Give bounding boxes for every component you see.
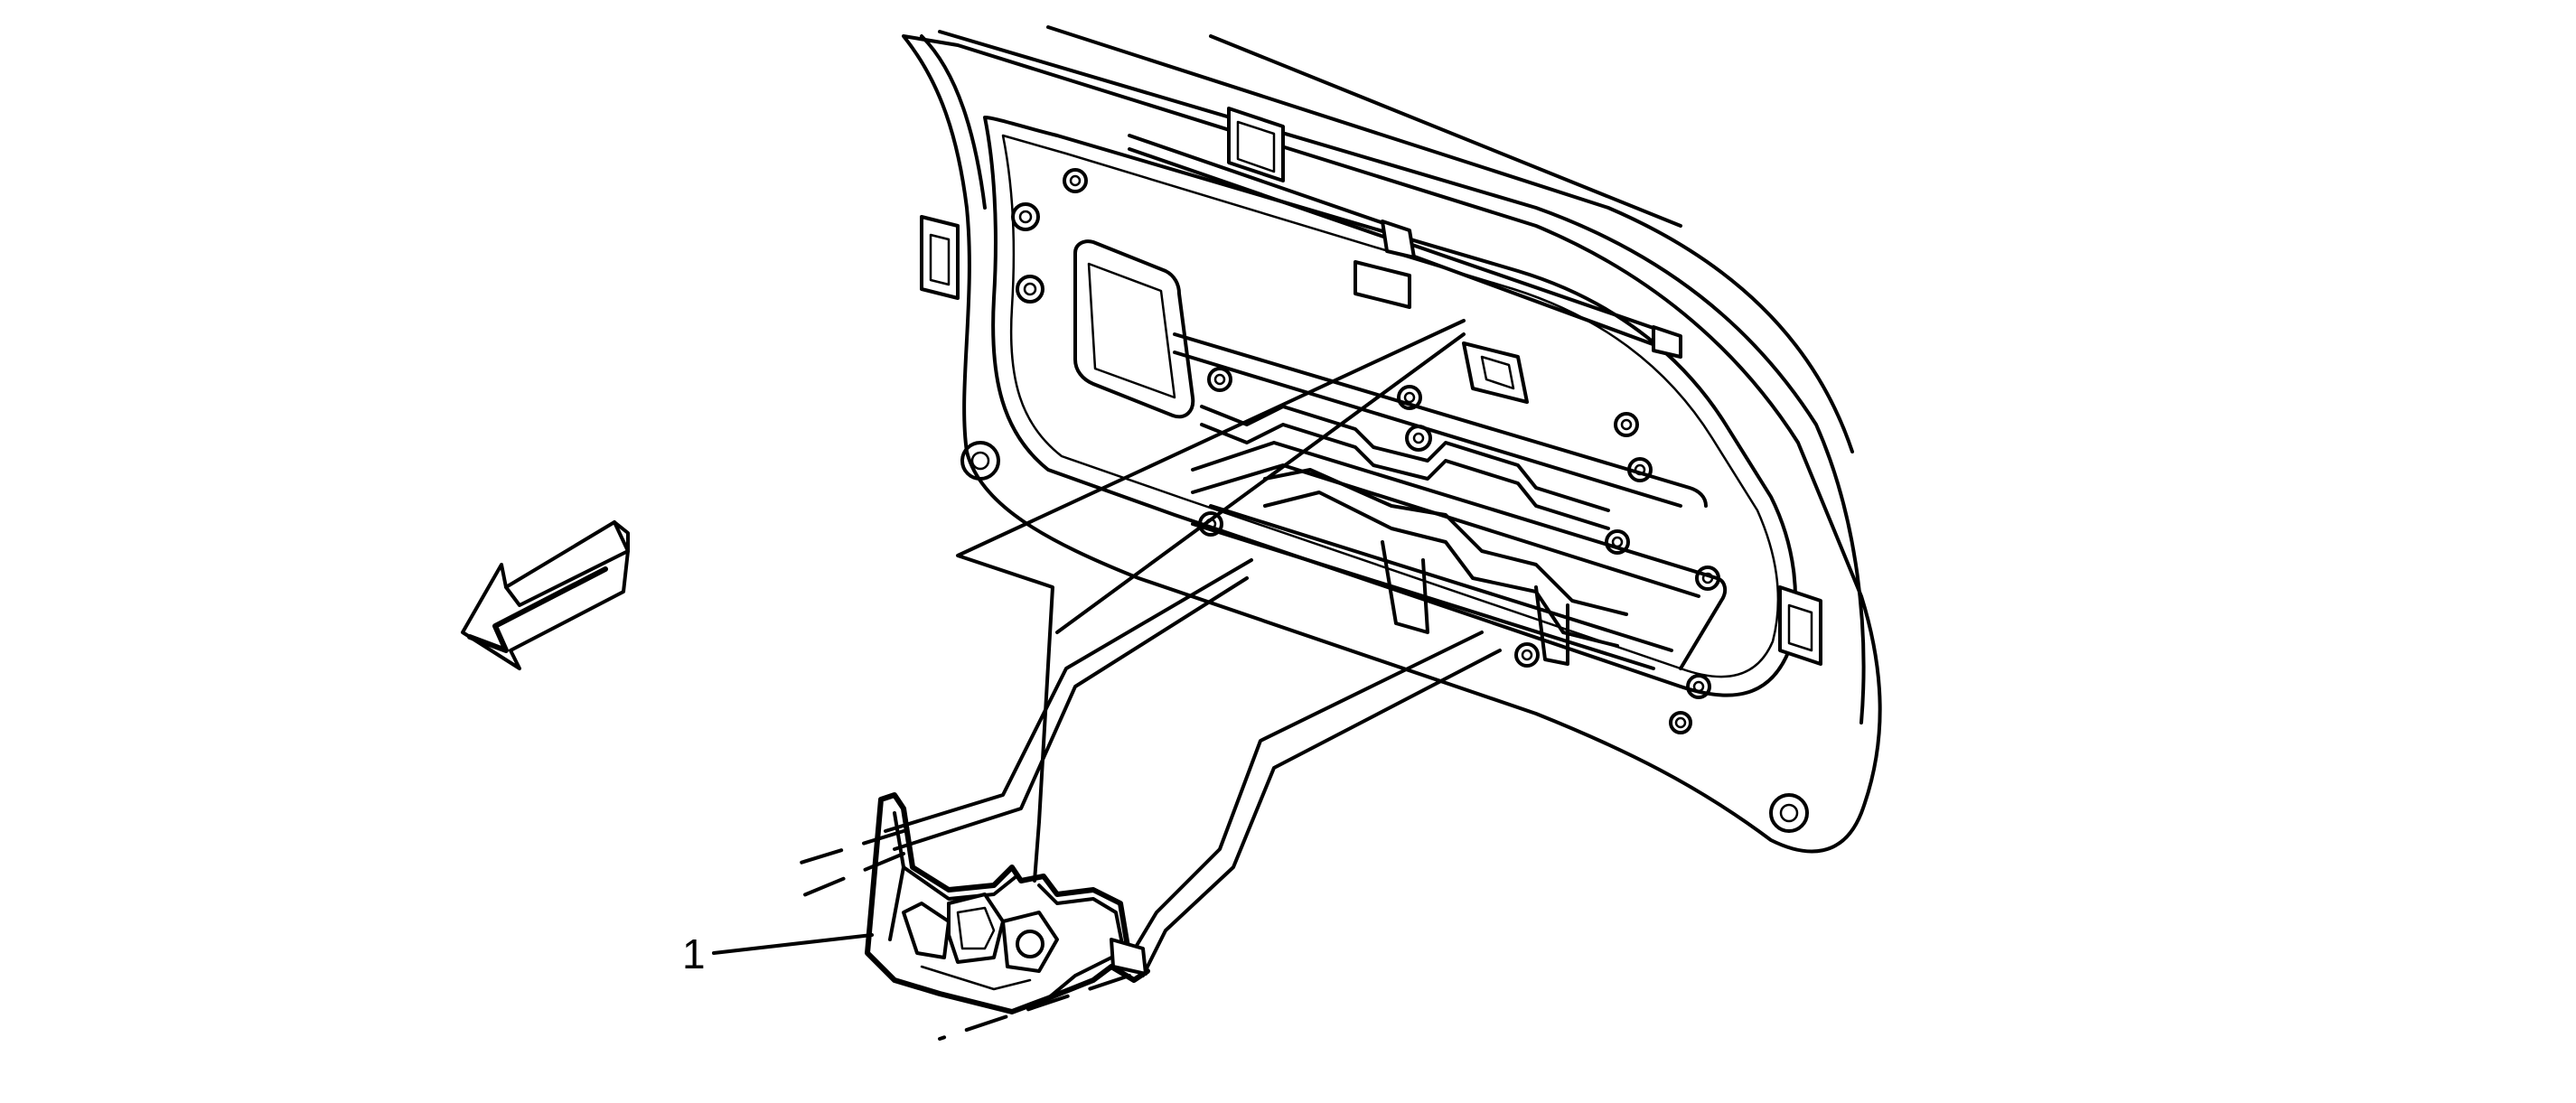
panel-fasteners <box>960 168 1809 833</box>
callout-1-label: 1 <box>682 930 706 977</box>
front-direction-arrow-icon <box>461 520 630 670</box>
dashed-extension-lines <box>784 829 1131 1041</box>
leader-lines <box>884 319 1502 977</box>
liftgate-latch-assembly <box>865 792 1150 1014</box>
callout-1-leader <box>712 933 874 955</box>
liftgate-panel <box>902 25 1882 854</box>
